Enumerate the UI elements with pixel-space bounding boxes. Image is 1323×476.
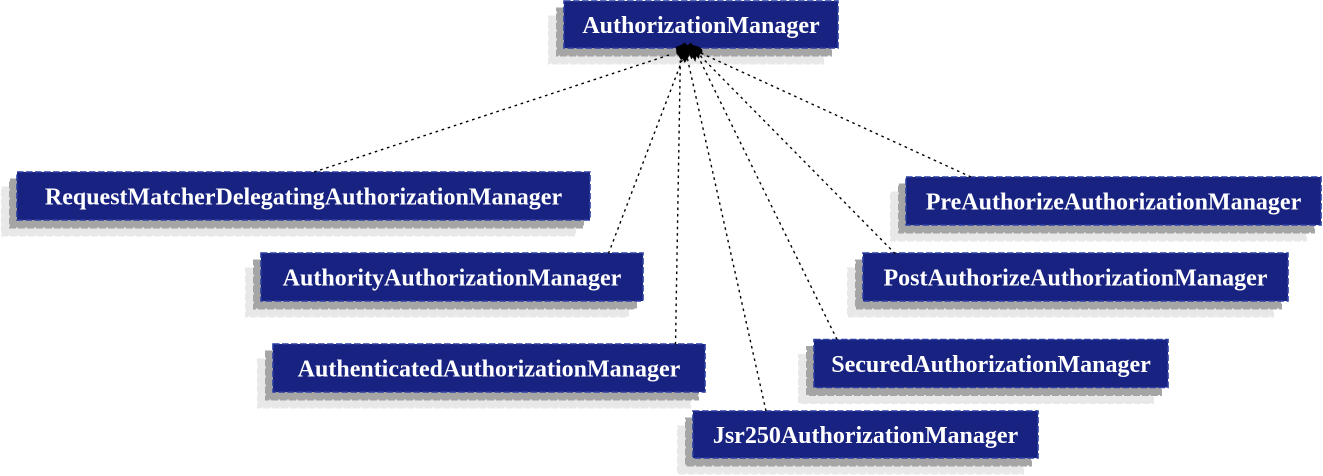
svg-text:Jsr250AuthorizationManager: Jsr250AuthorizationManager xyxy=(713,423,1019,449)
svg-text:RequestMatcherDelegatingAuthor: RequestMatcherDelegatingAuthorizationMan… xyxy=(45,185,563,211)
svg-text:AuthenticatedAuthorizationMana: AuthenticatedAuthorizationManager xyxy=(298,357,681,383)
svg-text:AuthorityAuthorizationManager: AuthorityAuthorizationManager xyxy=(283,266,622,292)
svg-text:PreAuthorizeAuthorizationManag: PreAuthorizeAuthorizationManager xyxy=(926,190,1302,216)
svg-text:AuthorizationManager: AuthorizationManager xyxy=(582,13,820,39)
svg-text:PostAuthorizeAuthorizationMana: PostAuthorizeAuthorizationManager xyxy=(884,266,1268,292)
svg-text:SecuredAuthorizationManager: SecuredAuthorizationManager xyxy=(831,352,1151,378)
